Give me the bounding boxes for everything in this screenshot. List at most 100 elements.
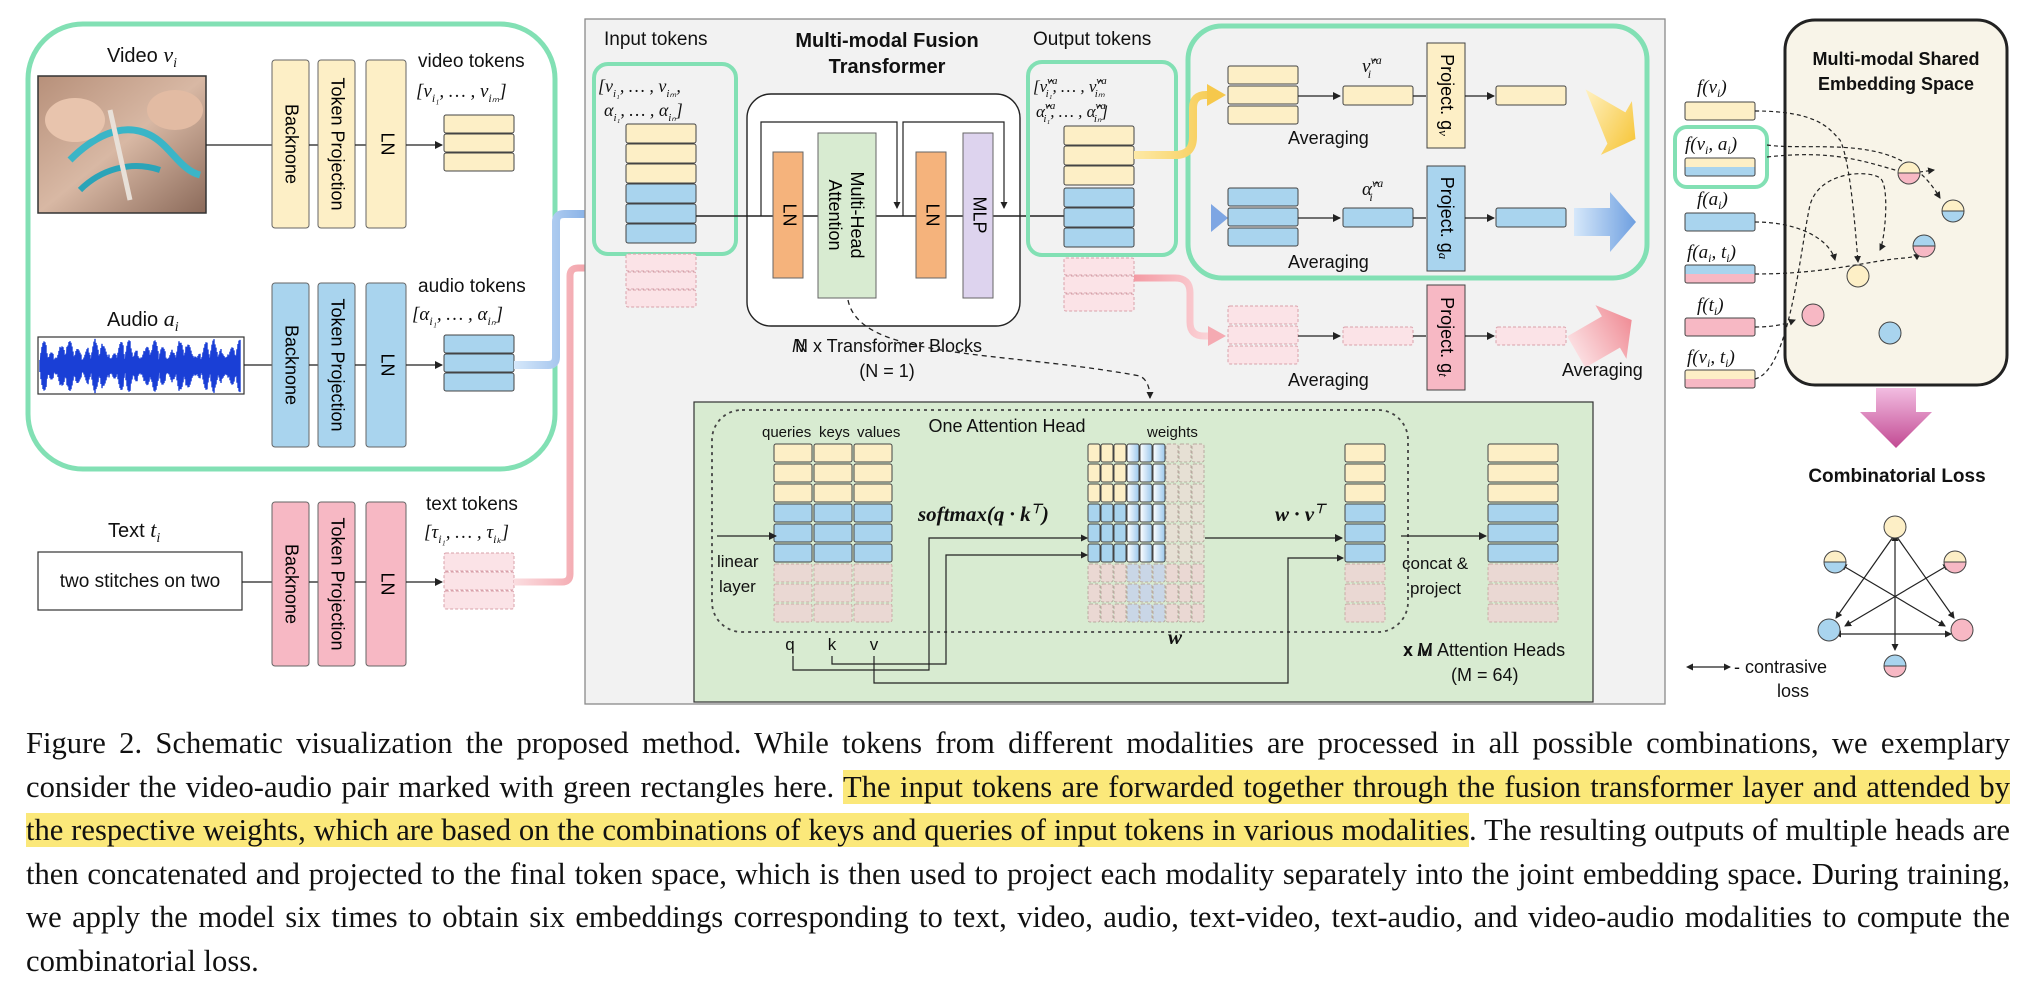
weight-cell (1152, 503, 1166, 523)
multi-head-attention-block: Multi-HeadAttention (817, 132, 877, 299)
weight-cell (1126, 463, 1140, 483)
audio-final-token (1495, 207, 1567, 228)
weight-cell (1126, 583, 1140, 603)
weight-cell (1087, 463, 1101, 483)
qkv-cell (813, 463, 853, 483)
weight-cell (1139, 503, 1153, 523)
audio-tokens-math: [αi₁, … , αiₙ] (412, 304, 503, 328)
weight-cell (1100, 523, 1114, 543)
weight-cell (1087, 503, 1101, 523)
weight-cell (1178, 563, 1192, 583)
project-gv-block: Project. gv (1426, 42, 1466, 149)
weight-cell (1126, 543, 1140, 563)
text-input-value: two stitches on two (60, 571, 221, 592)
weight-cell (1165, 523, 1179, 543)
svg-text:Token Projection: Token Projection (327, 77, 347, 210)
fusion-title-2: Transformer (829, 56, 946, 78)
weight-cell (1191, 543, 1205, 563)
qkv-cell (813, 543, 853, 563)
qkv-cell (773, 503, 813, 523)
svg-text:f(vi): f(vi) (1697, 77, 1727, 100)
loss-arrow (1860, 388, 1932, 448)
qkv-cell (853, 563, 893, 583)
svg-text:Project. ga: Project. ga (1436, 177, 1457, 260)
wv-cell (1344, 603, 1386, 623)
wv-cell (1344, 563, 1386, 583)
caption-text-1: Figure 2. Schematic visualization the pr… (26, 726, 2010, 804)
weight-cell (1178, 463, 1192, 483)
qkv-cell (813, 523, 853, 543)
weight-cell (1152, 463, 1166, 483)
n-transformer-blocks-label: NN x Transformer Blocks (792, 336, 982, 356)
weight-cell (1165, 443, 1179, 463)
weight-cell (1191, 463, 1205, 483)
weight-cell (1113, 463, 1127, 483)
output-token-stack (1063, 125, 1135, 312)
svg-text:Backnone: Backnone (281, 325, 301, 405)
svg-text:f(ai): f(ai) (1697, 189, 1728, 212)
wv-cell (1344, 503, 1386, 523)
point-audio (1878, 321, 1902, 345)
weight-cell (1152, 603, 1166, 623)
qkv-cell (813, 483, 853, 503)
concat-cell (1487, 483, 1559, 503)
input-token-stack (625, 123, 697, 308)
embedding-f-va: f(vi, ai) (1684, 134, 1756, 177)
output-tokens-title: Output tokens (1033, 29, 1151, 50)
weight-cell (1152, 443, 1166, 463)
wv-cell (1344, 583, 1386, 603)
weight-cell (1139, 583, 1153, 603)
weight-cell (1139, 543, 1153, 563)
linear-layer-label-1: linear (717, 552, 759, 571)
embedding-f-v: f(vi) (1684, 77, 1756, 121)
weight-cell (1087, 563, 1101, 583)
method-schematic-figure: Video vi Audio ai Text ti two stitches o… (25, 18, 2009, 705)
concat-cell (1487, 463, 1559, 483)
video-final-token (1495, 85, 1567, 106)
weight-cell (1139, 463, 1153, 483)
weight-cell (1152, 583, 1166, 603)
point-video-audio (1941, 199, 1965, 223)
audio-tokens-label: audio tokens (418, 276, 526, 297)
weight-cell (1100, 563, 1114, 583)
weight-cell (1152, 483, 1166, 503)
weighted-values-column (1344, 443, 1386, 623)
video-backbone: Backnone (271, 59, 310, 229)
concat-cell (1487, 523, 1559, 543)
svg-text:Token Projection: Token Projection (327, 298, 347, 431)
weight-cell (1113, 483, 1127, 503)
weight-cell (1178, 523, 1192, 543)
text-tokens-label: text tokens (426, 494, 518, 515)
qkv-cell (853, 583, 893, 603)
qkv-cell (773, 543, 813, 563)
shared-embedding-space (1783, 18, 2009, 387)
qkv-cell (773, 583, 813, 603)
qkv-cell (773, 563, 813, 583)
weights-label: weights (1146, 424, 1198, 441)
weight-cell (1165, 543, 1179, 563)
text-layer-norm: LN (365, 501, 407, 667)
embedding-f-at: f(ai, ti) (1684, 242, 1756, 284)
m-value-label: (M = 64) (1451, 665, 1519, 685)
weight-cell (1191, 563, 1205, 583)
weight-cell (1191, 443, 1205, 463)
weight-cell (1139, 523, 1153, 543)
weight-cell (1113, 583, 1127, 603)
weight-cell (1100, 543, 1114, 563)
audio-pooled-token (1342, 207, 1414, 228)
weight-cell (1178, 583, 1192, 603)
fusion-title-1: Multi-modal Fusion (795, 30, 978, 52)
weight-cell (1100, 483, 1114, 503)
m-heads-label: x Mx M Attention Heads (1403, 640, 1565, 660)
qkv-cell (853, 483, 893, 503)
attention-head-title: One Attention Head (928, 416, 1085, 436)
queries-label: queries (762, 424, 811, 441)
project-ga-block: Project. ga (1426, 165, 1466, 272)
text-output-token-stack (1227, 305, 1299, 365)
weight-cell (1113, 503, 1127, 523)
text-backbone: Backnone (271, 501, 310, 667)
svg-text:Backnone: Backnone (281, 544, 301, 624)
weights-matrix (1087, 443, 1205, 623)
weight-cell (1165, 503, 1179, 523)
video-layer-norm: LN (365, 59, 407, 229)
